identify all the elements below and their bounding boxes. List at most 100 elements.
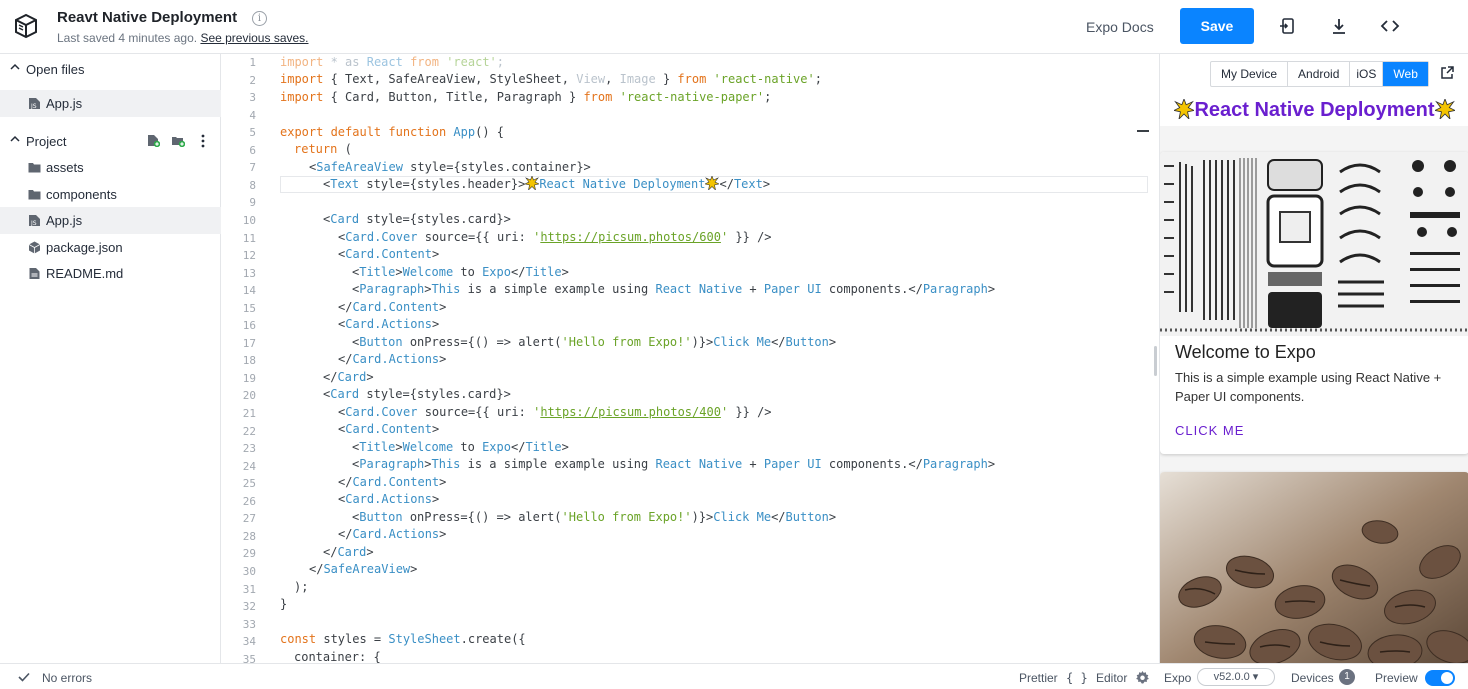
code-token [706, 72, 713, 86]
gear-icon[interactable] [1135, 670, 1150, 685]
fold-icon[interactable] [1137, 130, 1149, 132]
project-item-package-json[interactable]: package.json [0, 234, 221, 261]
error-status[interactable]: No errors [42, 671, 93, 685]
collision-emoji-icon [1434, 99, 1455, 119]
tab-android[interactable]: Android [1288, 62, 1351, 86]
project-item-readme[interactable]: README.md [0, 260, 221, 287]
code-token [612, 90, 619, 104]
new-folder-icon[interactable] [171, 134, 185, 147]
tab-ios[interactable]: iOS [1350, 62, 1384, 86]
code-token: React [366, 55, 403, 69]
braces-icon[interactable]: { } [1066, 671, 1088, 685]
code-line: </Card.Actions> [338, 351, 446, 368]
line-number: 33 [242, 617, 256, 631]
code-token: from [677, 72, 707, 86]
code-token: )}> [691, 335, 714, 349]
line-number: 14 [242, 284, 256, 298]
code-url[interactable]: https://picsum.photos/400 [540, 405, 721, 419]
expo-label: Expo [1164, 671, 1192, 685]
save-button[interactable]: Save [1180, 8, 1254, 44]
open-files-header[interactable]: Open files [0, 56, 221, 82]
code-token: < [352, 440, 360, 454]
code-line: <Card.Actions> [338, 491, 439, 508]
app-preview[interactable]: React Native Deployment [1160, 94, 1468, 663]
info-icon[interactable]: i [252, 11, 267, 26]
code-token: style={styles.header}> [359, 177, 526, 191]
code-url[interactable]: https://picsum.photos/600 [540, 230, 721, 244]
line-number: 13 [242, 266, 256, 280]
embed-icon[interactable] [1277, 15, 1299, 37]
code-token: Card [330, 212, 360, 226]
code-token: > [561, 265, 569, 279]
code-line: </Card.Content> [338, 474, 446, 491]
code-token: </ [771, 510, 786, 524]
code-line: <Button onPress={() => alert('Hello from… [352, 509, 836, 526]
code-token: StyleSheet [388, 632, 461, 646]
click-me-button[interactable]: CLICK ME [1175, 423, 1245, 438]
pane-resize-handle[interactable] [1154, 346, 1157, 376]
more-options-icon[interactable] [200, 134, 206, 148]
expo-docs-link[interactable]: Expo Docs [1086, 19, 1154, 35]
code-token: Paragraph [359, 457, 425, 471]
editor-settings-button[interactable]: Editor [1096, 671, 1128, 685]
code-token: const [280, 632, 317, 646]
code-token: Click Me [713, 335, 772, 349]
project-title[interactable]: Reavt Native Deployment [57, 9, 238, 26]
code-line: <Button onPress={() => alert('Hello from… [352, 334, 836, 351]
save-status: Last saved 4 minutes ago. See previous s… [57, 31, 309, 45]
code-token: ' [720, 230, 729, 244]
code-line: const styles = StyleSheet.create({ [280, 631, 526, 648]
code-token: ; [496, 55, 505, 69]
code-token: components.</ [821, 282, 923, 296]
logo-icon[interactable] [13, 13, 39, 39]
code-token: import [280, 55, 324, 69]
card-title: Welcome to Expo [1175, 342, 1316, 362]
tab-web[interactable]: Web [1383, 62, 1428, 86]
code-line: </Card.Content> [338, 299, 446, 316]
code-token: components.</ [821, 457, 923, 471]
project-item-app-js[interactable]: JS App.js [0, 207, 221, 234]
prettier-button[interactable]: Prettier [1019, 671, 1058, 685]
project-header[interactable]: Project [0, 128, 221, 154]
card-cover-image [1160, 472, 1468, 663]
open-file-app-js[interactable]: JS App.js [0, 90, 221, 117]
code-token: , [605, 72, 620, 86]
code-line: } [280, 596, 287, 613]
code-token: > [439, 300, 447, 314]
code-token: < [352, 457, 360, 471]
code-token: < [323, 212, 331, 226]
code-token: 'react-native-paper' [619, 90, 765, 104]
code-line: <Card style={styles.card}> [323, 386, 511, 403]
code-token: style={styles.container}> [402, 160, 591, 174]
code-token: to [453, 265, 483, 279]
code-line: </SafeAreaView> [309, 561, 417, 578]
expo-version-select[interactable]: v52.0.0 ▾ [1197, 668, 1275, 686]
project-item-assets[interactable]: assets [0, 154, 221, 181]
collision-emoji-icon [1174, 99, 1195, 119]
new-file-icon[interactable] [147, 134, 160, 147]
tab-my-device[interactable]: My Device [1211, 62, 1289, 86]
code-icon[interactable] [1379, 15, 1401, 37]
code-token: style={styles.card}> [359, 212, 511, 226]
code-token: Title [525, 440, 562, 454]
code-token: SafeAreaView [316, 160, 403, 174]
project-item-components[interactable]: components [0, 181, 221, 208]
download-icon[interactable] [1328, 15, 1350, 37]
devices-button[interactable]: Devices [1291, 671, 1334, 685]
line-number: 16 [242, 319, 256, 333]
code-token: </ [309, 562, 324, 576]
file-sidebar: Open files JS App.js Project assets comp… [0, 54, 221, 663]
line-number: 32 [242, 600, 256, 614]
previous-saves-link[interactable]: See previous saves. [200, 31, 309, 45]
code-token: < [352, 282, 360, 296]
code-token: > [395, 440, 403, 454]
code-line: <Paragraph>This is a simple example usin… [352, 456, 995, 473]
open-external-icon[interactable] [1439, 65, 1455, 81]
code-token: from [583, 90, 613, 104]
preview-toggle[interactable] [1425, 670, 1455, 686]
active-line-highlight [280, 176, 1148, 193]
app-header-text: React Native Deployment [1194, 99, 1435, 121]
line-number: 31 [242, 582, 256, 596]
code-line: <Card.Content> [338, 246, 439, 263]
